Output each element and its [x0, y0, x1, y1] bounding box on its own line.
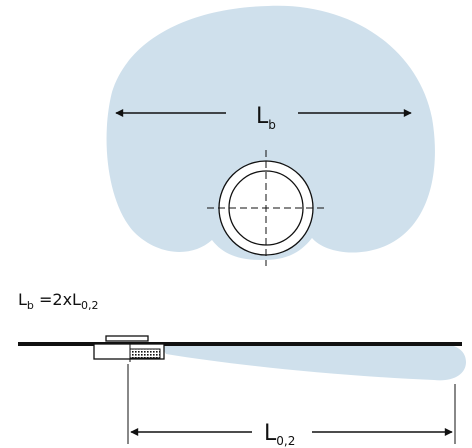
air-plume-side-view [160, 344, 466, 381]
top-dimension-label-main: L [256, 104, 269, 129]
top-dimension-label-sub: b [268, 118, 276, 132]
formula-lhs-main: L [18, 290, 27, 309]
diffuser-grille [129, 348, 161, 359]
diffuser-side-view [93, 335, 165, 362]
side-dimension-label-main: L [264, 421, 277, 446]
formula-rhs-sub: 0,2 [81, 299, 99, 312]
side-dimension-label-sub: 0,2 [276, 434, 295, 448]
diffuser-flange [105, 335, 149, 342]
top-view: Lb [106, 5, 435, 266]
formula-lhs-sub: b [27, 299, 34, 312]
air-plume-top-view [106, 5, 435, 260]
top-dimension-label: Lb [256, 104, 276, 132]
diffuser-top-view [207, 150, 324, 266]
side-view: L0,2 [18, 335, 466, 448]
throw-formula: Lb =2xL0,2 [18, 290, 98, 312]
formula-equals: =2xL [34, 290, 81, 309]
side-dimension-label: L0,2 [264, 421, 295, 448]
